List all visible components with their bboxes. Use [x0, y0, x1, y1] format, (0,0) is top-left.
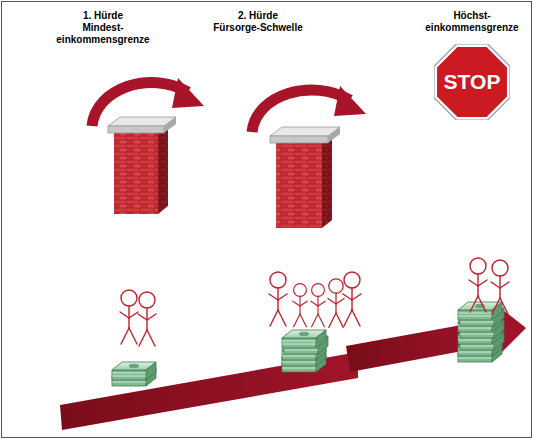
jump-arrow	[252, 86, 366, 132]
sign-text: STOP	[444, 70, 501, 94]
stick-figures	[269, 272, 361, 327]
stop-sign: STOP	[434, 44, 510, 120]
money-stack	[282, 330, 328, 372]
brick-wall	[270, 127, 340, 228]
stick-figures	[469, 258, 509, 314]
brick-wall	[108, 117, 176, 214]
stick-figures	[120, 290, 156, 346]
hurdle-heading: Höchst- einkommensgrenze	[417, 10, 527, 34]
jump-arrow	[92, 78, 204, 126]
hurdle-heading: Fürsorge-Schwelle	[203, 22, 313, 34]
money-stack	[112, 362, 156, 386]
hurdle-heading: 1. Hürde	[48, 10, 158, 22]
money-stack	[458, 302, 504, 362]
rising-arrow	[60, 306, 526, 430]
hurdle-heading: 2. Hürde	[203, 10, 313, 22]
hurdle-heading: Mindest- einkommensgrenze	[48, 22, 158, 46]
